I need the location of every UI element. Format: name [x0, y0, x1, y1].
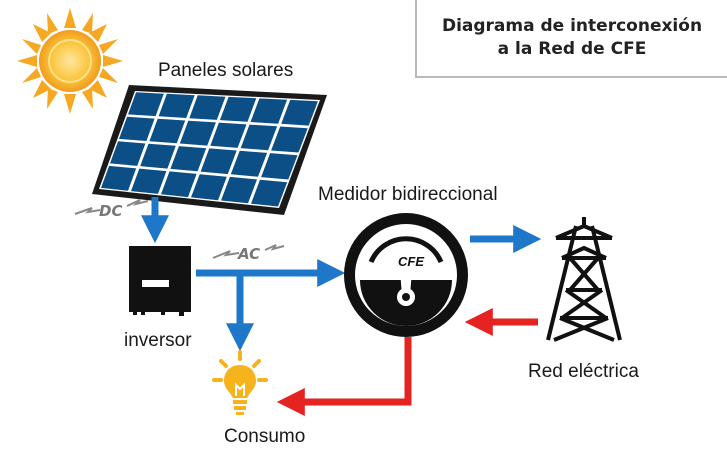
solar-cell [158, 93, 195, 118]
solar-cell [200, 148, 237, 175]
grid-label: Red eléctrica [528, 361, 639, 382]
transmission-tower-icon [546, 217, 622, 342]
dc-label: DC [99, 202, 122, 220]
diagram-title: Diagrama de interconexión a la Red de CF… [417, 15, 727, 61]
solar-panels-label: Paneles solares [158, 60, 294, 81]
ac-label-group: AC [212, 244, 285, 263]
solar-cell [261, 153, 298, 180]
solar-cell [250, 98, 288, 124]
solar-cell [210, 122, 247, 148]
grid-to-consumption-arrow [276, 337, 412, 416]
solar-cell [219, 96, 257, 122]
solar-cell [161, 171, 197, 198]
solar-cell [271, 126, 308, 153]
dc-label-group: DC [74, 199, 149, 220]
solar-cell [191, 174, 227, 201]
solar-panel-icon [92, 85, 327, 215]
solar-cell [221, 176, 257, 204]
solar-cell [110, 141, 146, 166]
title-line-1: Diagrama de interconexión [441, 16, 703, 36]
solar-cell [240, 124, 278, 151]
solar-cell [101, 165, 137, 191]
solar-cell [179, 120, 216, 146]
sun-icon [17, 8, 123, 114]
inverter-icon [129, 246, 191, 316]
solar-cell [251, 179, 288, 207]
consumption-label: Consumo [224, 426, 306, 447]
meter-brand-label: CFE [398, 254, 424, 269]
solar-cell [140, 143, 176, 169]
title-box: Diagrama de interconexión a la Red de CF… [415, 0, 727, 78]
ac-label: AC [237, 245, 260, 263]
inverter-label: inversor [124, 330, 192, 351]
solar-cell [149, 118, 186, 144]
solar-cell [131, 168, 167, 194]
solar-cell [230, 150, 268, 177]
light-bulb-icon [212, 350, 268, 415]
solar-cell [128, 92, 164, 117]
solar-cell [119, 116, 155, 141]
meter-label: Medidor bidireccional [318, 184, 498, 205]
solar-cell [189, 95, 226, 120]
title-line-2: a la Red de CFE [497, 39, 647, 59]
solar-cell [281, 99, 318, 126]
meter-icon: CFE [344, 213, 468, 337]
solar-cell [170, 146, 207, 172]
